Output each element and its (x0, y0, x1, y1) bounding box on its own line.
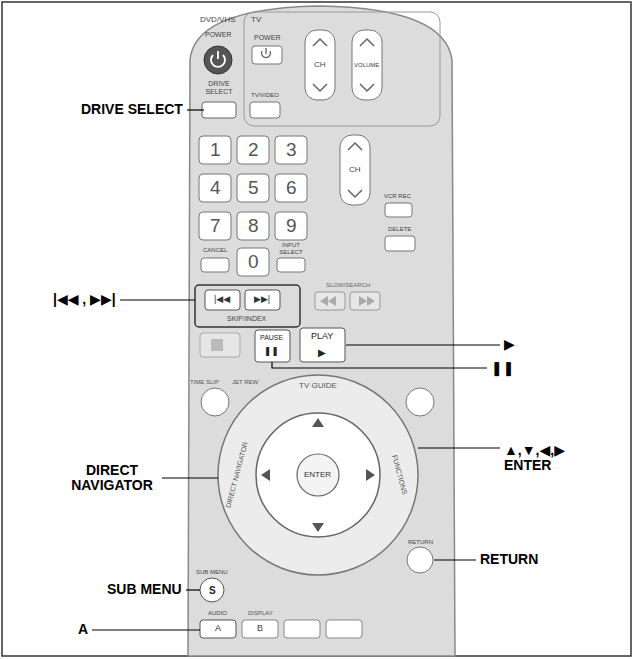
button-text: DVD/VHS (200, 16, 236, 25)
button-text: |◀◀ (214, 295, 230, 305)
button-text: SUB MENU (196, 569, 228, 576)
callout-label: A (78, 622, 88, 637)
button-text: INPUT SELECT (276, 242, 306, 255)
button-text: RETURN (408, 539, 433, 546)
callout-label: DRIVE SELECT (81, 102, 183, 117)
button-text: 6 (286, 178, 297, 199)
button-text: ❚❚ (264, 347, 279, 357)
button-text: PAUSE (260, 334, 283, 342)
button-text: 2 (248, 140, 259, 161)
button-text: VOLUME (354, 62, 379, 69)
button-text: A (215, 624, 221, 634)
button-text: TV (251, 16, 261, 25)
button-text: TV/VIDEO (251, 92, 279, 99)
button-text: JET REW (232, 379, 258, 386)
button-text: VCR REC (384, 193, 411, 200)
button-text: POWER (205, 31, 231, 39)
callout-label: |◀◀ , ▶▶| (53, 292, 116, 307)
button-text: CANCEL (203, 247, 227, 254)
callout-label: SUB MENU (107, 582, 182, 597)
button-text: POWER (254, 34, 280, 42)
button-text: DELETE (388, 226, 411, 233)
button-text: S (209, 585, 216, 596)
button-text: DISPLAY (248, 610, 273, 617)
button-text: DRIVE SELECT (202, 80, 236, 95)
button-text: CH (349, 166, 361, 175)
button-text: PLAY (311, 332, 333, 342)
button-text: ENTER (304, 471, 331, 480)
button-text: ▶ (318, 347, 326, 358)
button-text: TIME SLIP (190, 379, 219, 386)
button-text: B (257, 624, 263, 634)
button-text: 1 (210, 140, 221, 161)
button-text: 4 (210, 178, 221, 199)
button-text: TV GUIDE (299, 382, 337, 391)
button-text: 7 (210, 216, 221, 237)
button-text: SKIP/INDEX (227, 315, 266, 323)
button-text: 0 (248, 252, 259, 273)
button-text: 8 (248, 216, 259, 237)
callout-label: ▶ (504, 337, 515, 352)
button-text: 5 (248, 178, 259, 199)
callout-label: ▲,▼,◀,▶ ENTER (504, 443, 576, 474)
callout-label: DIRECT NAVIGATOR (67, 463, 157, 494)
button-text: CH (314, 61, 326, 70)
callout-label: RETURN (480, 552, 538, 567)
button-text: AUDIO (208, 610, 227, 617)
button-text: 9 (286, 216, 297, 237)
button-text: SLOW/SEARCH (326, 282, 370, 289)
callout-label: ❚❚ (491, 361, 514, 376)
button-text: 3 (286, 140, 297, 161)
button-text: ▶▶| (254, 295, 270, 305)
